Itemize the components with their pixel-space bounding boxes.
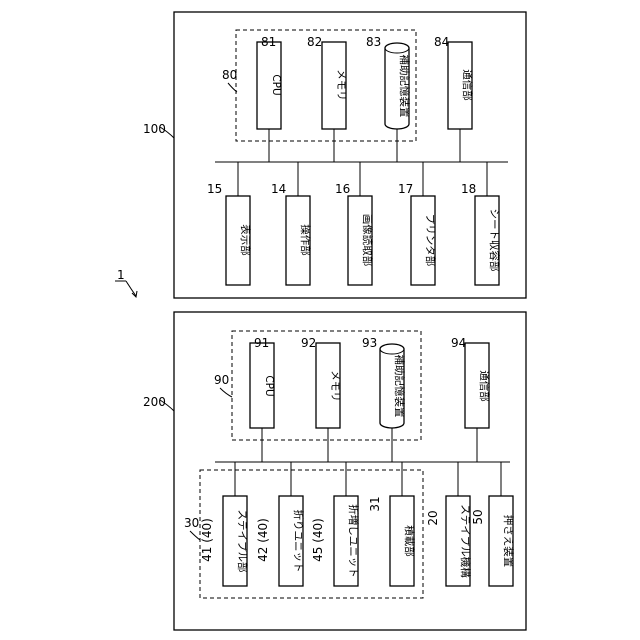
cpu-91-label: CPU bbox=[263, 375, 275, 396]
storage-93-label: 補助記憶装置 bbox=[393, 355, 406, 418]
storage-93-ref: 93 bbox=[362, 336, 377, 350]
storage-83-ref: 83 bbox=[366, 35, 381, 49]
stapler-41-label: ステイプル部 bbox=[236, 510, 249, 573]
comm-84-ref: 84 bbox=[434, 35, 449, 49]
memory-82-ref: 82 bbox=[307, 35, 322, 49]
storage-83-label: 補助記憶装置 bbox=[398, 55, 411, 118]
printer-17-ref: 17 bbox=[398, 182, 413, 196]
controller-90-ref: 90 bbox=[214, 373, 229, 387]
scanner-16-ref: 16 bbox=[335, 182, 350, 196]
memory-82-label: メモリ bbox=[335, 69, 347, 101]
cpu-81-label: CPU bbox=[270, 74, 282, 95]
comm-84-label: 通信部 bbox=[461, 69, 474, 101]
display-15-ref: 15 bbox=[207, 182, 222, 196]
staple-mech-20-ref: 20 bbox=[426, 510, 440, 525]
scanner-16-label: 画像読取部 bbox=[361, 214, 374, 267]
operation-14-ref: 14 bbox=[271, 182, 286, 196]
cpu-91-ref: 91 bbox=[254, 336, 269, 350]
sheet-store-18-label: シート収容部 bbox=[488, 209, 501, 272]
folder-42-ref: 42 (40) bbox=[256, 518, 270, 562]
stacker-31-label: 積載部 bbox=[403, 525, 416, 557]
unit-group-30-leader bbox=[190, 531, 200, 540]
crease-45-ref: 45 (40) bbox=[311, 518, 325, 562]
controller-80-ref: 80 bbox=[222, 68, 237, 82]
comm-94-ref: 94 bbox=[451, 336, 466, 350]
sheet-store-18-ref: 18 bbox=[461, 182, 476, 196]
stacker-31-ref: 31 bbox=[368, 496, 382, 511]
presser-50-ref: 50 bbox=[471, 509, 485, 524]
stapler-41-ref: 41 (40) bbox=[200, 518, 214, 562]
display-15-label: 表示部 bbox=[239, 224, 252, 256]
presser-50-label: 押さえ装置 bbox=[502, 515, 515, 568]
comm-94-label: 通信部 bbox=[478, 370, 491, 402]
memory-92-ref: 92 bbox=[301, 336, 316, 350]
memory-92-label: メモリ bbox=[329, 370, 341, 402]
controller-90-leader bbox=[220, 388, 232, 397]
crease-45-label: 折増しユニット bbox=[347, 504, 360, 578]
folder-42-label: 折りユニット bbox=[292, 510, 305, 573]
system-ref: 1 bbox=[117, 268, 125, 282]
cpu-81-ref: 81 bbox=[261, 35, 276, 49]
printer-17-label: プリンタ部 bbox=[424, 214, 437, 267]
system-ref-leader bbox=[126, 281, 136, 296]
operation-14-label: 操作部 bbox=[299, 224, 312, 256]
unit-group-30-ref: 30 bbox=[184, 516, 199, 530]
